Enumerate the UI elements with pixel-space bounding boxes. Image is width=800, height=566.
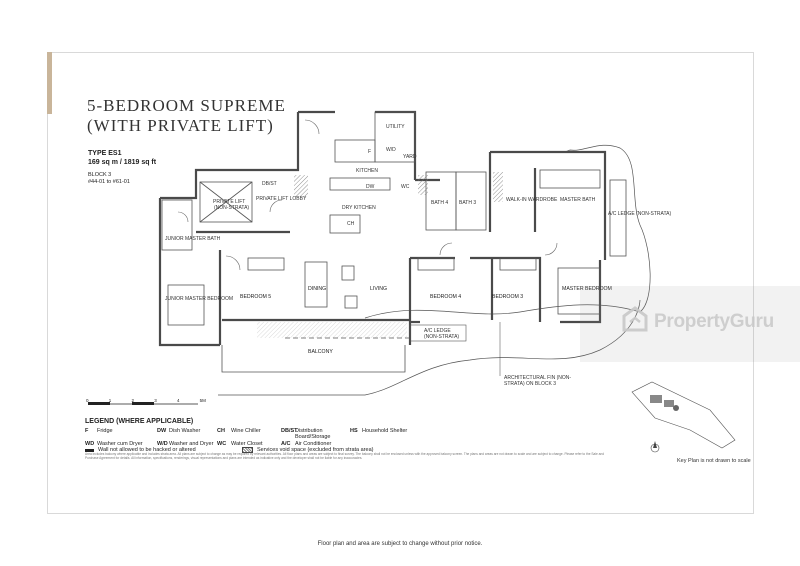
scale-tick: 4 (176, 398, 180, 403)
label-wd: W/D (386, 147, 396, 153)
unit-type: TYPE ES1 (88, 150, 122, 157)
label-dbst: DB/ST (262, 181, 277, 187)
legend-key: WD (85, 440, 95, 447)
label-fridge: F (368, 149, 371, 155)
services-void-3 (493, 172, 503, 202)
label-jr-master-bath: JUNIOR MASTER BATH (165, 236, 221, 242)
label-jr-master-bedroom: JUNIOR MASTER BEDROOM (165, 296, 233, 302)
scale-tick: 3 (154, 398, 157, 403)
legend-value: Household Shelter (362, 427, 408, 434)
label-dw: DW (366, 184, 375, 190)
legend-value: Fridge (97, 427, 113, 434)
legend-value: Air Conditioner (295, 440, 332, 447)
unit-area: 169 sq m / 1819 sq ft (88, 159, 157, 166)
label-bath4: BATH 4 (431, 200, 448, 206)
wall-symbol (85, 448, 94, 452)
label-ac-ledge: A/C LEDGE (424, 328, 451, 334)
label-master-bath: MASTER BATH (560, 197, 596, 203)
label-bedroom4: BEDROOM 4 (430, 294, 461, 300)
site-outline-bottom (218, 299, 641, 396)
legend-value: Water Closet (231, 440, 263, 447)
block-label: BLOCK 3 (88, 172, 112, 178)
legend-symbol-1: Wall not allowed to be hacked or altered (98, 447, 196, 453)
legend-value: Washer cum Dryer (97, 440, 143, 447)
legend-key: DW (157, 427, 167, 434)
label-ac-ledge-ns: (NON-STRATA) (424, 334, 459, 340)
label-ac-ledge-side: A/C LEDGE (NON-STRATA) (608, 211, 671, 217)
label-dry-kitchen: DRY KITCHEN (342, 205, 376, 211)
footer-note: Floor plan and area are subject to chang… (317, 541, 483, 547)
label-yard: YARD (403, 154, 417, 160)
label-bedroom5: BEDROOM 5 (240, 294, 271, 300)
label-master-bedroom: MASTER BEDROOM (562, 286, 612, 292)
title-line-2: (WITH PRIVATE LIFT) (87, 116, 274, 135)
label-private-lift: PRIVATE LIFT (213, 199, 245, 205)
plan-title: 5-BEDROOM SUPREME (WITH PRIVATE LIFT) (87, 96, 286, 136)
label-walk-in: WALK-IN WARDROBE (506, 197, 558, 203)
title-line-1: 5-BEDROOM SUPREME (87, 96, 286, 115)
legend-value: Dish Washer (169, 427, 201, 434)
label-utility: UTILITY (386, 124, 405, 130)
watermark-band (580, 286, 800, 362)
legend-key: DB/ST (281, 427, 298, 434)
scale-tick: 5M (199, 398, 206, 403)
label-wc: WC (401, 184, 410, 190)
disclaimer-text: Area includes balcony where applicable a… (85, 452, 604, 460)
walls (158, 110, 607, 347)
services-void-1 (294, 175, 308, 197)
legend-symbol-2: Services void space (excluded from strat… (257, 447, 374, 453)
arch-fin-label: ARCHITECTURAL FIN (NON-STRATA) ON BLOCK … (504, 375, 572, 387)
door-swings (177, 119, 558, 271)
scale-tick: 2 (131, 398, 134, 403)
watermark-text: PropertyGuru (654, 310, 774, 332)
legend-key: WC (217, 440, 227, 447)
legend-key: CH (217, 427, 225, 434)
label-kitchen: KITCHEN (356, 168, 378, 174)
legend-key: HS (350, 427, 358, 434)
legend-key: F (85, 427, 89, 434)
void-symbol (242, 447, 253, 454)
propertyguru-logo-icon (622, 306, 648, 337)
accent-bar (47, 52, 52, 114)
floorplan-sheet (47, 52, 754, 514)
site-outline-right (364, 144, 651, 319)
scale-tick: 1 (108, 398, 112, 403)
label-wine-chiller: CH (347, 221, 355, 227)
label-bedroom3: BEDROOM 3 (492, 294, 523, 300)
label-living: LIVING (370, 286, 387, 292)
key-plan-note: Key Plan is not drawn to scale (677, 458, 751, 464)
label-bath3: BATH 3 (459, 200, 476, 206)
services-void-2 (418, 175, 428, 195)
legend-value: Distribution Board/Storage (295, 427, 331, 441)
legend-key: W/D (157, 440, 168, 447)
label-balcony: BALCONY (308, 349, 333, 355)
legend-heading: LEGEND (WHERE APPLICABLE) (85, 418, 194, 425)
scale-tick: 0 (86, 398, 89, 403)
legend-key: A/C (281, 440, 291, 447)
legend-value: Washer and Dryer (169, 440, 214, 447)
label-non-strata: (NON-STRATA) (214, 205, 249, 211)
legend-value: Wine Chiller (231, 427, 261, 434)
label-dining: DINING (308, 286, 326, 292)
label-private-lift-lobby: PRIVATE LIFT LOBBY (256, 196, 307, 202)
key-plan (631, 381, 736, 453)
watermark: PropertyGuru (622, 306, 774, 337)
scale-bar: 0 1 2 3 4 5M (86, 398, 206, 414)
unit-numbers: #44-01 to #61-01 (88, 179, 130, 185)
